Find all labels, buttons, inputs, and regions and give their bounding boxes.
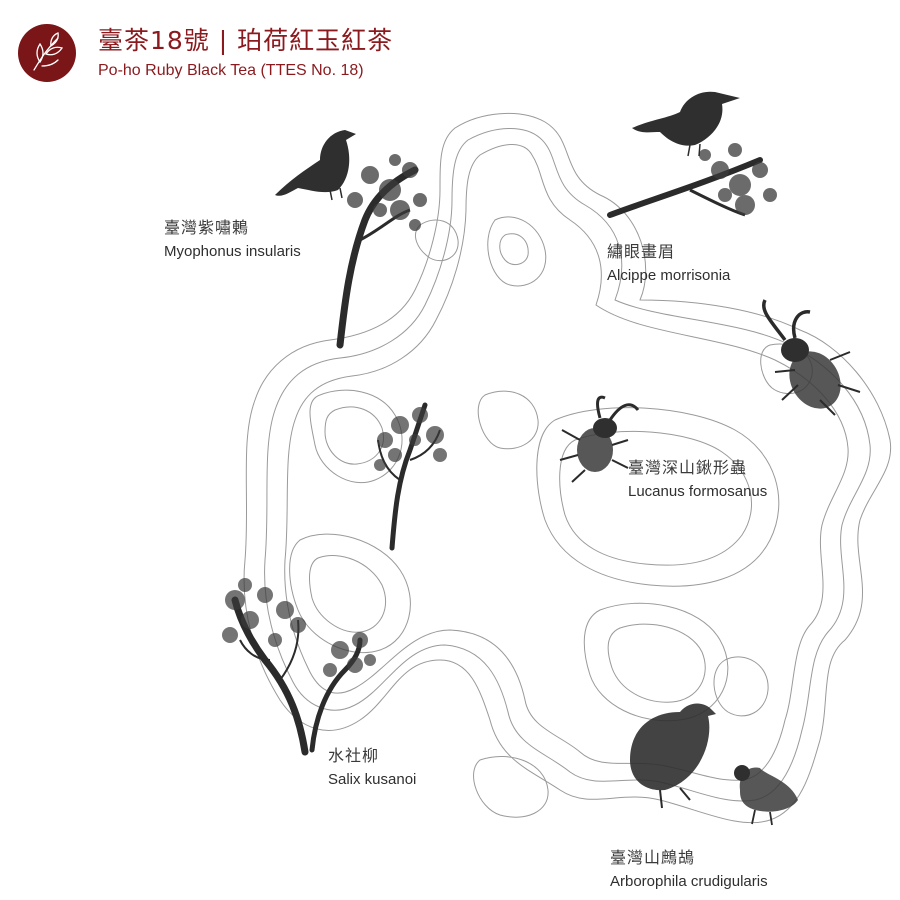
species-label-salix: 水社柳 Salix kusanoi [328, 746, 416, 790]
bird-on-branch-icon [275, 130, 427, 349]
species-label-myophonus: 臺灣紫嘯鶇 Myophonus insularis [164, 218, 301, 262]
partridge-icon [630, 703, 798, 826]
species-name-sci: Arborophila crudigularis [610, 873, 768, 890]
contour-line [536, 407, 780, 587]
contour-line [289, 533, 411, 654]
species-name-zh: 臺灣紫嘯鶇 [164, 218, 250, 237]
title-block: 臺茶18號 | 珀荷紅玉紅茶 Po-ho Ruby Black Tea (TTE… [98, 24, 393, 82]
contour-line [473, 756, 549, 818]
contour-line [243, 112, 892, 824]
willow-tree-icon [222, 578, 376, 756]
contour-line [499, 233, 529, 266]
species-name-sci: Lucanus formosanus [628, 483, 768, 500]
contour-line [309, 555, 387, 633]
contour-line [324, 406, 384, 465]
bird-on-branch-icon [607, 91, 777, 218]
willow-tree-icon [374, 402, 447, 551]
species-name-sci: Myophonus insularis [164, 243, 301, 260]
contour-line [559, 430, 753, 566]
species-name-sci: Salix kusanoi [328, 771, 417, 788]
page-subtitle: Po-ho Ruby Black Tea (TTES No. 18) [98, 62, 364, 79]
contour-line [264, 128, 871, 802]
stag-beetle-icon [762, 299, 861, 416]
species-name-sci: Alcippe morrisonia [607, 267, 731, 284]
page-title: 臺茶18號 | 珀荷紅玉紅茶 [98, 26, 394, 55]
species-name-zh: 水社柳 [328, 746, 380, 765]
tea-leaf-icon [18, 24, 76, 82]
header: 臺茶18號 | 珀荷紅玉紅茶 Po-ho Ruby Black Tea (TTE… [18, 24, 393, 82]
contour-line [713, 656, 769, 717]
contour-line [607, 623, 706, 703]
species-name-zh: 繡眼畫眉 [607, 242, 676, 261]
contour-line [284, 144, 849, 781]
species-name-zh: 臺灣深山鍬形蟲 [628, 458, 748, 477]
species-label-arborophila: 臺灣山鷓鴣 Arborophila crudigularis [610, 848, 768, 892]
species-label-alcippe: 繡眼畫眉 Alcippe morrisonia [607, 242, 730, 286]
species-label-lucanus: 臺灣深山鍬形蟲 Lucanus formosanus [628, 458, 767, 502]
stag-beetle-icon [559, 395, 640, 483]
species-name-zh: 臺灣山鷓鴣 [610, 848, 696, 867]
contour-line [415, 219, 459, 262]
contour-line [309, 389, 403, 484]
contour-line [477, 390, 539, 450]
contour-line [487, 216, 547, 287]
